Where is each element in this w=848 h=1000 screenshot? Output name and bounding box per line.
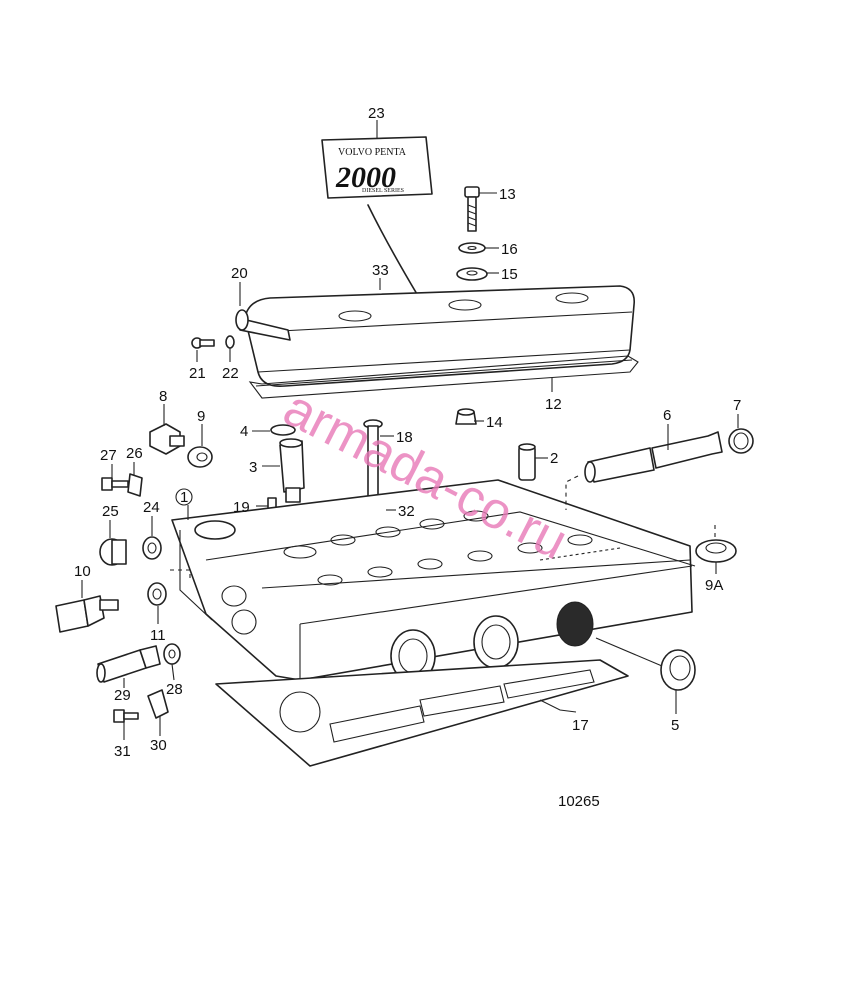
- cover-gasket-12: [248, 355, 639, 399]
- callout-28: 28: [166, 681, 183, 698]
- leader-lines: [81, 120, 739, 740]
- plug-route-dashed: [170, 569, 191, 580]
- cylinder-head-1: [171, 479, 696, 683]
- callout-16: 16: [501, 241, 518, 258]
- callout-7: 7: [733, 397, 741, 414]
- callout-9A: 9A: [705, 577, 723, 594]
- plug-29: [96, 645, 161, 683]
- washer-11: [147, 582, 167, 606]
- screw-27: [101, 477, 129, 491]
- breather-pipe-20: [235, 309, 291, 341]
- washer-4: [270, 424, 296, 436]
- plug-25: [99, 538, 127, 566]
- washer-15: [456, 267, 488, 281]
- temperature-sender-10: [55, 595, 119, 633]
- callout-19: 19: [233, 499, 250, 516]
- callout-24: 24: [143, 499, 160, 516]
- callout-12: 12: [545, 396, 562, 413]
- callout-23: 23: [368, 105, 385, 122]
- volvo-penta-logo-plate: VOLVO PENTA 2000 DIESEL SERIES: [321, 136, 433, 199]
- washer-5: [660, 649, 696, 691]
- callout-11: 11: [150, 627, 166, 644]
- washer-22: [225, 335, 235, 349]
- pipe-6: [584, 431, 723, 483]
- valve-cover-33: [244, 285, 636, 388]
- callout-13: 13: [499, 186, 516, 203]
- head-gasket-17: [215, 659, 629, 767]
- bolt-13: [464, 186, 480, 232]
- bracket-30: [147, 689, 169, 719]
- pipe-route-dashed: [565, 475, 579, 510]
- callout-26: 26: [126, 445, 143, 462]
- callout-10: 10: [74, 563, 91, 580]
- washer-24: [142, 536, 162, 560]
- callout-32: 32: [398, 503, 415, 520]
- callout-9: 9: [197, 408, 205, 425]
- grommet-14: [455, 408, 477, 425]
- callout-4: 4: [240, 423, 248, 440]
- callout-33: 33: [372, 262, 389, 279]
- callout-29: 29: [114, 687, 131, 704]
- washer-9: [187, 446, 213, 468]
- logo-series-number: 2000: [335, 161, 396, 194]
- callout-18: 18: [396, 429, 413, 446]
- pin-2: [518, 443, 536, 481]
- callout-25: 25: [102, 503, 119, 520]
- callout-8: 8: [159, 388, 167, 405]
- screw-21: [191, 337, 215, 349]
- callout-15: 15: [501, 266, 518, 283]
- washer-28: [163, 643, 181, 665]
- callout-1: 1: [180, 489, 188, 506]
- callout-1-circle: [175, 488, 193, 506]
- logo-brand-text: VOLVO PENTA: [338, 147, 407, 158]
- seal-7: [728, 428, 754, 454]
- plug-8: [149, 423, 185, 455]
- drawing-number: 10265: [558, 793, 600, 810]
- callout-22: 22: [222, 365, 239, 382]
- callout-6: 6: [663, 407, 671, 424]
- callout-17: 17: [572, 717, 589, 734]
- callout-5: 5: [671, 717, 679, 734]
- callout-31: 31: [114, 743, 131, 760]
- callout-27: 27: [100, 447, 117, 464]
- callout-21: 21: [189, 365, 206, 382]
- callout-labels: 23 13 16 15 20 33 21 22 14 12 8 9 4 18 3…: [74, 105, 741, 760]
- seal-9A: [695, 539, 737, 563]
- callout-20: 20: [231, 265, 248, 282]
- screw-31: [113, 709, 139, 723]
- cover-gasket-12-inner: [255, 359, 633, 387]
- callout-3: 3: [249, 459, 257, 476]
- callout-30: 30: [150, 737, 167, 754]
- washer-16: [458, 242, 486, 254]
- callout-14: 14: [486, 414, 503, 431]
- logo-series-text: DIESEL SERIES: [362, 188, 404, 194]
- injector-sleeve-3: [279, 438, 305, 503]
- bracket-26: [127, 473, 143, 497]
- callout-2: 2: [550, 450, 558, 467]
